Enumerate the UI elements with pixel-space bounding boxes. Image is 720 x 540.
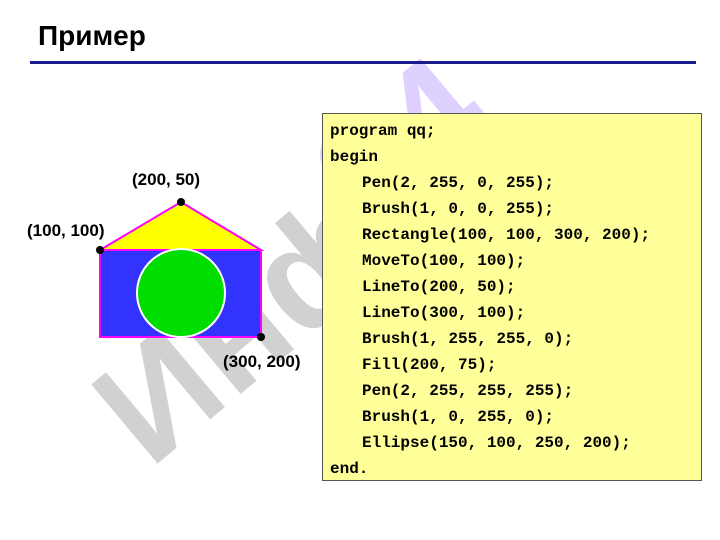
point-dot-left [96, 246, 104, 254]
code-line: MoveTo(100, 100); [362, 252, 526, 270]
coord-label-top: (200, 50) [132, 170, 201, 189]
code-line: Pen(2, 255, 0, 255); [362, 174, 555, 192]
code-line: Ellipse(150, 100, 250, 200); [362, 434, 631, 452]
code-line: Brush(1, 0, 255, 0); [362, 408, 555, 426]
code-line: begin [330, 148, 379, 166]
point-dot-top [177, 198, 185, 206]
code-line: program qq; [330, 122, 436, 140]
slide-title: Пример [38, 20, 146, 51]
roof-triangle [96, 200, 265, 251]
code-line: Pen(2, 255, 255, 255); [362, 382, 574, 400]
code-line: Brush(1, 255, 255, 0); [362, 330, 574, 348]
code-line: Fill(200, 75); [362, 356, 497, 374]
code-line: Rectangle(100, 100, 300, 200); [362, 226, 651, 244]
green-circle [136, 248, 226, 338]
code-line: Brush(1, 0, 0, 255); [362, 200, 555, 218]
house-drawing [96, 198, 265, 341]
coord-label-bottom: (300, 200) [223, 352, 301, 371]
title-divider [30, 61, 696, 64]
point-dot-bottom [257, 333, 265, 341]
code-line: end. [330, 460, 369, 478]
code-line: LineTo(200, 50); [362, 278, 516, 296]
code-line: LineTo(300, 100); [362, 304, 526, 322]
coord-label-left: (100, 100) [27, 221, 105, 240]
code-listing: program qq; begin Pen(2, 255, 0, 255); B… [322, 113, 702, 481]
